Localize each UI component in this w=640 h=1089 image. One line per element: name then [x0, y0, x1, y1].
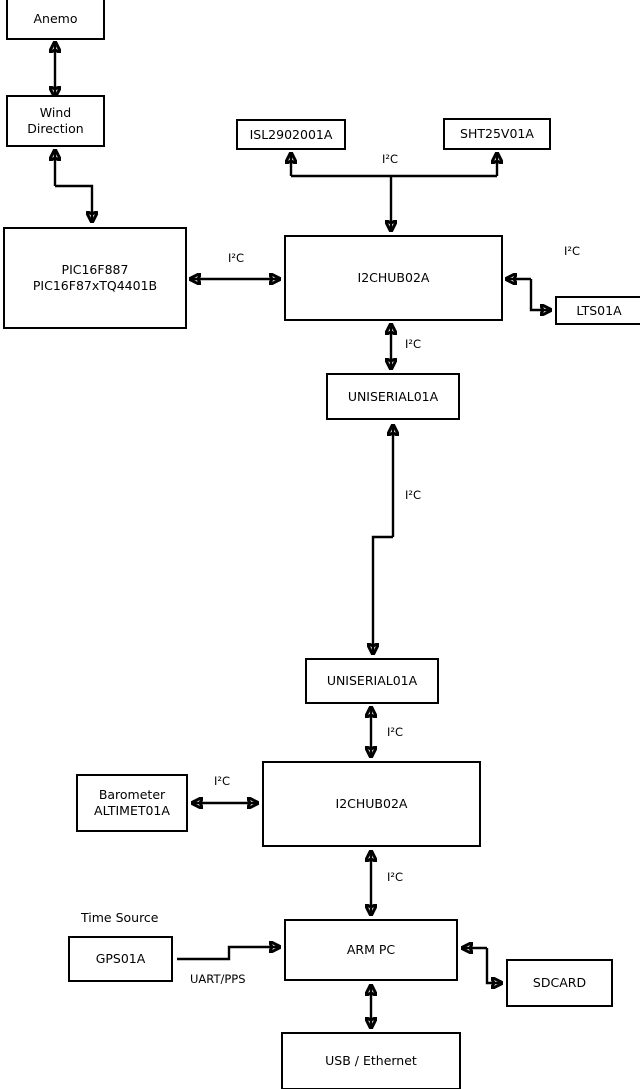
connector-uniserial-link-down [373, 535, 393, 654]
node-pic16f887-label: PIC16F887 PIC16F87xTQ4401B [32, 262, 158, 293]
connector-wind-to-pic-down [55, 184, 92, 222]
node-wind-direction[interactable]: Wind Direction [6, 95, 105, 147]
node-uniserial01a-top-label: UNISERIAL01A [347, 388, 439, 404]
node-lts01a[interactable]: LTS01A [555, 296, 640, 325]
node-pic16f887[interactable]: PIC16F887 PIC16F87xTQ4401B [3, 227, 187, 329]
label-time-source: Time Source [81, 910, 159, 925]
node-sdcard[interactable]: SDCARD [506, 959, 613, 1007]
edge-label-gps-to-arm: UART/PPS [189, 972, 247, 986]
node-gps01a-label: GPS01A [95, 951, 146, 967]
node-sdcard-label: SDCARD [532, 975, 587, 991]
edge-label-uniserial-link: I²C [404, 488, 423, 502]
connector-arm-to-sdcard [485, 948, 502, 983]
node-arm-pc-label: ARM PC [346, 942, 396, 958]
node-sht25v01a[interactable]: SHT25V01A [443, 118, 551, 150]
node-uniserial01a-bottom[interactable]: UNISERIAL01A [305, 658, 439, 704]
node-uniserial01a-bottom-label: UNISERIAL01A [326, 673, 418, 689]
node-isl2902001a[interactable]: ISL2902001A [236, 119, 346, 150]
node-usb-ethernet-label: USB / Ethernet [325, 1053, 417, 1069]
node-arm-pc[interactable]: ARM PC [284, 919, 458, 981]
connector-gps-arm [177, 947, 280, 961]
node-usb-ethernet[interactable]: USB / Ethernet [281, 1032, 461, 1089]
node-anemo[interactable]: Anemo [6, 0, 105, 40]
node-barometer-altimet01a[interactable]: Barometer ALTIMET01A [76, 774, 188, 832]
node-i2chub02a-top-label: I2CHUB02A [357, 270, 430, 286]
node-i2chub02a-bottom[interactable]: I2CHUB02A [262, 761, 481, 847]
node-barometer-altimet01a-label: Barometer ALTIMET01A [94, 787, 170, 818]
node-wind-direction-label: Wind Direction [27, 105, 84, 136]
edge-label-uniserial-to-hub-bottom: I²C [386, 725, 405, 739]
edge-label-hub-bottom-to-arm: I²C [386, 870, 405, 884]
node-i2chub02a-bottom-label: I2CHUB02A [335, 796, 408, 812]
node-gps01a[interactable]: GPS01A [68, 936, 173, 982]
node-isl2902001a-label: ISL2902001A [249, 126, 333, 142]
edge-label-hub-to-lts: I²C [563, 244, 582, 258]
connector-hub-to-lts [529, 279, 551, 310]
node-uniserial01a-top[interactable]: UNISERIAL01A [326, 373, 460, 420]
node-lts01a-label: LTS01A [576, 302, 622, 318]
node-sht25v01a-label: SHT25V01A [460, 126, 534, 142]
node-i2chub02a-top[interactable]: I2CHUB02A [284, 235, 503, 321]
edge-label-hub-to-uniserial: I²C [404, 337, 423, 351]
edge-label-barometer-to-hub: I²C [213, 774, 232, 788]
edge-label-pic-to-hub: I²C [227, 251, 246, 265]
edge-label-sensor-bus: I²C [381, 152, 400, 166]
node-anemo-label: Anemo [33, 11, 78, 27]
